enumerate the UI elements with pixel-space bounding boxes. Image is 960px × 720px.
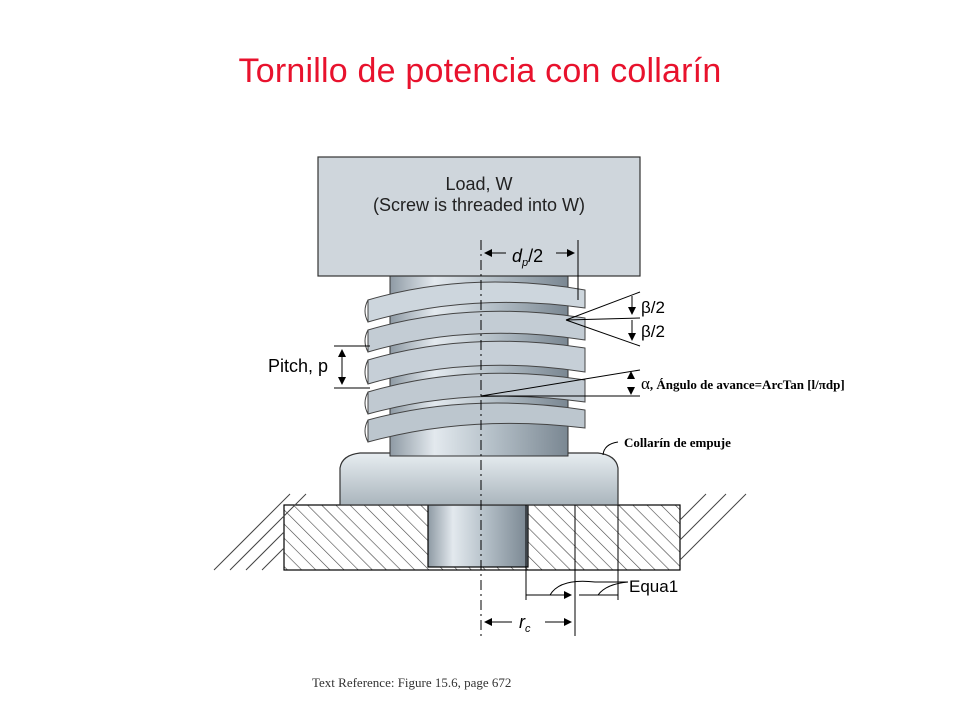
alpha-symbol: α — [641, 374, 650, 393]
pitch-dimension — [334, 345, 370, 389]
text-reference: Text Reference: Figure 15.6, page 672 — [312, 675, 512, 690]
svg-text:α, Ángulo de avance=ArcTan [l/: α, Ángulo de avance=ArcTan [l/πdp] — [641, 374, 845, 393]
load-block — [317, 156, 641, 277]
thrust-collar — [339, 452, 619, 506]
collar-leader — [602, 441, 619, 456]
svg-text:rc: rc — [519, 612, 531, 635]
screw-threads — [364, 281, 586, 443]
dp-suffix: /2 — [528, 246, 543, 266]
collar-radius-dimension — [484, 505, 629, 636]
beta-bottom-label: β/2 — [641, 322, 665, 341]
base-plate — [213, 493, 747, 571]
svg-text:dp/2: dp/2 — [512, 246, 543, 269]
collar-label: Collarín de empuje — [624, 435, 731, 450]
lead-angle-label: , Ángulo de avance=ArcTan [l/πdp] — [650, 377, 845, 392]
rc-label: r — [519, 612, 526, 632]
lead-angle-dimension — [480, 369, 641, 397]
pitch-diameter-dimension: dp/2 — [484, 240, 579, 300]
equa1-label: Equa1 — [629, 577, 678, 596]
pitch-label: Pitch, p — [268, 356, 328, 376]
load-label-line2: (Screw is threaded into W) — [373, 195, 585, 215]
load-label-line1: Load, W — [445, 174, 512, 194]
thread-angle-dimension — [565, 291, 641, 347]
dp-subscript: p — [521, 257, 528, 269]
rc-subscript: c — [525, 623, 531, 635]
slide-title: Tornillo de potencia con collarín — [238, 52, 722, 90]
beta-top-label: β/2 — [641, 298, 665, 317]
dp-label: d — [512, 246, 523, 266]
